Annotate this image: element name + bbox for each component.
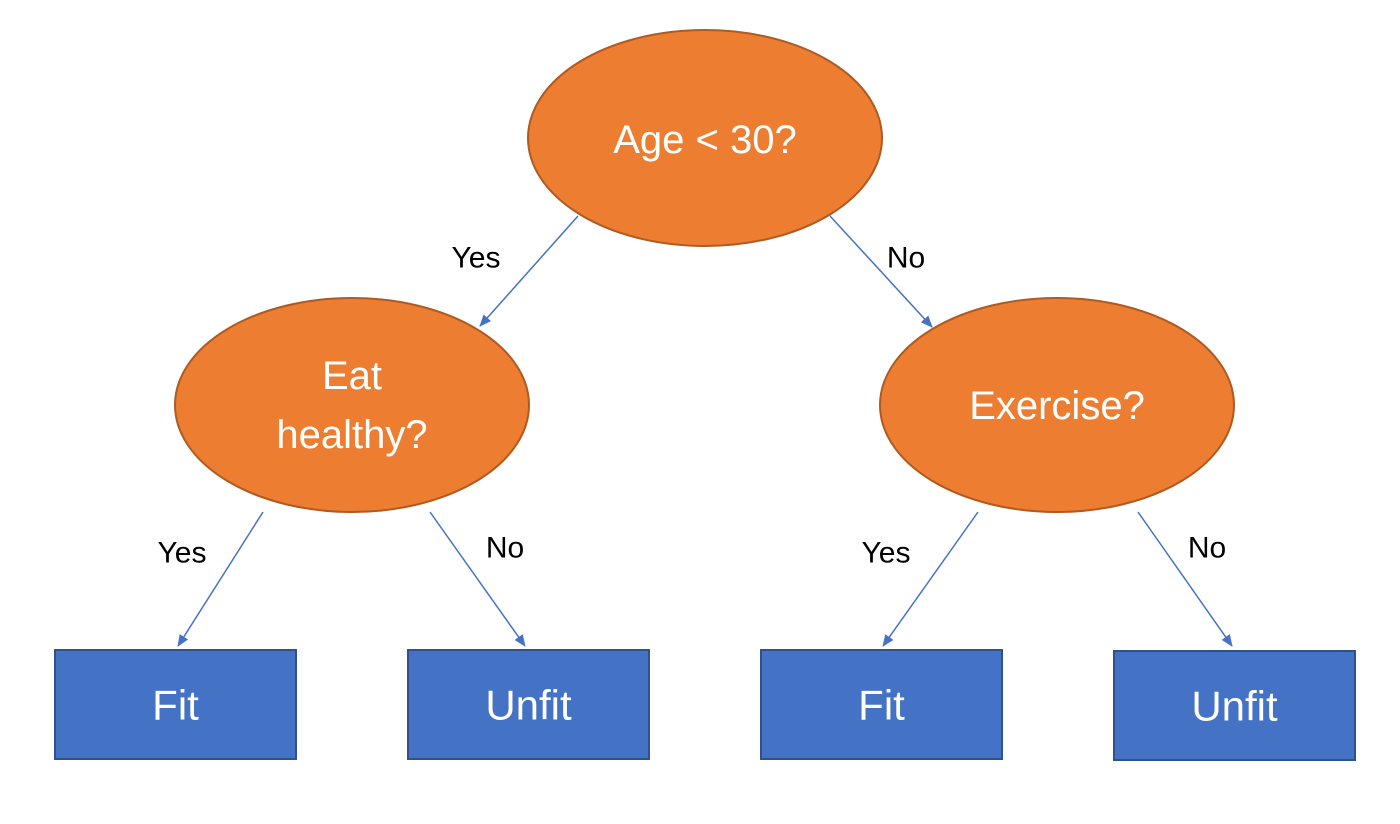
leaf-node-unfit-right: Unfit: [1113, 650, 1356, 761]
leaf-box-unfit-right: [1113, 650, 1356, 761]
edge-label-left-no: No: [486, 532, 524, 565]
edge-left-to-unfit: [429, 511, 526, 647]
leaf-box-fit-right: [760, 649, 1003, 760]
edge-right-to-unfit: [1137, 511, 1233, 647]
leaf-label-fit-left: Fit: [152, 682, 199, 729]
left-decision-label-line2: healthy?: [276, 413, 427, 457]
leaf-box-fit-left: [54, 649, 297, 760]
leaf-node-fit-right: Fit: [760, 649, 1003, 760]
right-decision-node: Exercise?: [879, 297, 1235, 513]
edge-label-right-yes: Yes: [862, 537, 911, 570]
leaf-box-unfit-left: [407, 649, 650, 760]
leaf-label-unfit-right: Unfit: [1191, 683, 1278, 730]
leaf-label-fit-right: Fit: [858, 682, 905, 729]
left-decision-ellipse: [174, 297, 530, 513]
root-decision-node: Age < 30?: [527, 29, 883, 247]
leaf-label-unfit-left: Unfit: [485, 682, 572, 729]
right-decision-label: Exercise?: [969, 384, 1145, 428]
edge-root-to-right: [829, 215, 933, 328]
root-decision-label: Age < 30?: [613, 118, 797, 162]
edge-right-to-fit: [882, 511, 979, 647]
leaf-node-fit-left: Fit: [54, 649, 297, 760]
left-decision-node: Eat healthy?: [174, 297, 530, 513]
edge-label-right-no: No: [1188, 532, 1226, 565]
edge-root-to-left: [479, 215, 579, 327]
right-decision-ellipse: [879, 297, 1235, 513]
root-decision-ellipse: [527, 29, 883, 247]
left-decision-label-line1: Eat: [322, 354, 382, 398]
edge-label-root-no: No: [887, 242, 925, 275]
edge-label-left-yes: Yes: [158, 537, 207, 570]
edge-left-to-fit: [177, 511, 264, 647]
leaf-node-unfit-left: Unfit: [407, 649, 650, 760]
edge-label-root-yes: Yes: [452, 242, 501, 275]
